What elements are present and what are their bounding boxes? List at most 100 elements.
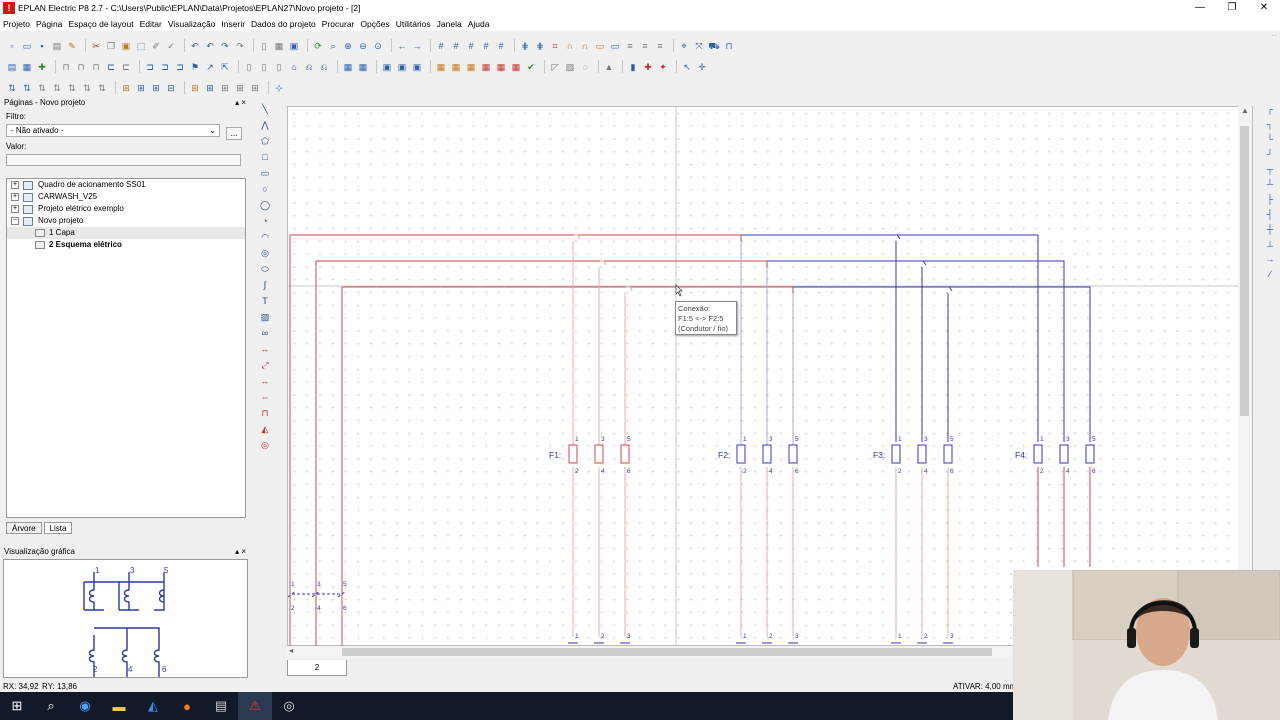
tree-item-novo-projeto[interactable]: − Novo projeto (7, 215, 245, 227)
open-project-icon[interactable]: ▭ (22, 40, 32, 51)
dimension-g-icon[interactable]: ◎ (261, 440, 269, 450)
menu-pagina[interactable]: Página (35, 18, 63, 29)
forward-arrow-icon[interactable]: → (412, 40, 422, 51)
grid-a-icon[interactable]: # (438, 40, 444, 51)
minimize-button[interactable]: — (1195, 2, 1205, 13)
menu-editar[interactable]: Editar (139, 18, 162, 29)
scroll-up-icon[interactable]: ▲ (1241, 106, 1249, 115)
cable-a-icon[interactable]: ▦ (436, 61, 446, 72)
interruption-icon[interactable]: → (1265, 254, 1275, 264)
tree-item-carwash[interactable]: + CARWASH_V25 (7, 191, 245, 203)
snap-point-icon[interactable]: ⌗ (552, 40, 558, 51)
check-icon[interactable]: ✔ (527, 61, 535, 72)
macro-c-icon[interactable]: ▯ (276, 61, 282, 72)
jump-icon[interactable]: ⊥ (1266, 239, 1274, 249)
eplan-icon[interactable]: ⚠ (238, 692, 272, 720)
bus-a-icon[interactable]: ⊐ (146, 61, 154, 72)
menu-inserir[interactable]: Inserir (221, 18, 246, 29)
grid-d-icon[interactable]: # (483, 40, 489, 51)
potential-a-icon[interactable]: ▮ (630, 61, 636, 72)
ellipse-tool-icon[interactable]: ⬭ (261, 264, 269, 274)
rectangle-tool-icon[interactable]: □ (262, 152, 268, 162)
panel-close-icon[interactable]: ▴ × (235, 98, 246, 107)
cable-e-icon[interactable]: ▦ (496, 61, 506, 72)
link-a-icon[interactable]: ⇅ (8, 82, 16, 93)
collapse-icon[interactable]: − (11, 217, 19, 225)
select-icon[interactable]: ⬚ (136, 40, 146, 51)
report-e-icon[interactable]: ⊞ (251, 82, 259, 93)
potential-c-icon[interactable]: ✦ (659, 61, 667, 72)
cross-icon[interactable]: ┼ (1266, 224, 1274, 234)
menu-visualizacao[interactable]: Visualização (167, 18, 216, 29)
undo-icon[interactable]: ↶ (191, 40, 199, 51)
link-d-icon[interactable]: ⇅ (53, 82, 61, 93)
dimension-d-icon[interactable]: ⇔ (260, 392, 270, 402)
macro-b-icon[interactable]: ▯ (261, 61, 267, 72)
close-button[interactable]: ✕ (1259, 2, 1269, 13)
link-e-icon[interactable]: ⇅ (68, 82, 76, 93)
polygon-tool-icon[interactable]: ⬠ (261, 136, 269, 146)
vertical-scroll-thumb[interactable] (1240, 126, 1249, 416)
flag-icon[interactable]: ⚑ (190, 61, 200, 72)
structure-b-icon[interactable]: ⊞ (137, 82, 145, 93)
arrow-tool-icon[interactable]: ↗ (206, 61, 214, 72)
tee-down-icon[interactable]: ┬ (1266, 164, 1274, 174)
report-d-icon[interactable]: ⊞ (236, 82, 244, 93)
window-split-icon[interactable]: ▭ (610, 40, 620, 51)
arc-tool-icon[interactable]: ◠ (261, 232, 269, 242)
scroll-left-icon[interactable]: ◂ (289, 646, 294, 655)
value-input[interactable] (6, 154, 241, 166)
terminal-b-icon[interactable]: ▦ (358, 61, 368, 72)
macro-a-icon[interactable]: ▯ (246, 61, 252, 72)
format-icon[interactable]: ✐ (152, 40, 160, 51)
text-tool-icon[interactable]: T (262, 296, 268, 306)
menu-projeto[interactable]: Projeto (3, 18, 30, 29)
terminal-a-icon[interactable]: ▦ (343, 61, 353, 72)
menu-utilitarios[interactable]: Utilitários (395, 18, 431, 29)
rectangle-2-tool-icon[interactable]: ▭ (260, 168, 270, 178)
tree-item-capa[interactable]: 1 Capa (7, 227, 245, 239)
list-b-icon[interactable]: ≡ (642, 40, 648, 51)
window-icon[interactable]: ▣ (289, 40, 299, 51)
refresh-icon[interactable]: ⟳ (314, 40, 322, 51)
tree-item-projeto-exemplo[interactable]: + Projeto elétrico exemplo (7, 203, 245, 215)
menu-procurar[interactable]: Procurar (321, 18, 355, 29)
fit-icon[interactable]: ⤧ (695, 40, 703, 51)
draw-b-icon[interactable]: ▨ (565, 61, 575, 72)
corner-bottom-right-icon[interactable]: ┘ (1266, 149, 1274, 159)
dimension-c-icon[interactable]: ↔ (260, 376, 270, 386)
panel-close-icon[interactable]: ▴ × (235, 547, 246, 556)
dimension-a-icon[interactable]: ↔ (260, 344, 270, 354)
snap-object-icon[interactable]: ⋕ (536, 40, 544, 51)
symbol-c-icon[interactable]: ⊓ (92, 61, 100, 72)
maximize-button[interactable]: ❐ (1227, 2, 1237, 13)
menu-dados-do-projeto[interactable]: Dados do projeto (251, 18, 316, 29)
snap-grid-icon[interactable]: ⋕ (521, 40, 529, 51)
tree-item-quadro[interactable]: + Quadro de acionamento SS01 (7, 179, 245, 191)
structure-a-icon[interactable]: ⊞ (122, 82, 130, 93)
image-tool-icon[interactable]: ▨ (260, 312, 270, 322)
horizontal-scroll-thumb[interactable] (342, 648, 992, 656)
explorer-icon[interactable]: ▬ (112, 698, 126, 714)
symbol-d-icon[interactable]: ⊏ (107, 61, 115, 72)
symbol-a-icon[interactable]: ⊓ (62, 61, 70, 72)
page-nav-icon[interactable]: ▤ (7, 61, 17, 72)
report-c-icon[interactable]: ⊞ (221, 82, 229, 93)
copy-icon[interactable]: ❐ (106, 40, 116, 51)
target-icon[interactable]: ⌖ (681, 40, 687, 51)
layer-icon[interactable]: ▭ (595, 40, 605, 51)
grid-e-icon[interactable]: # (498, 40, 504, 51)
filter-dropdown[interactable]: - Não ativado - ⌄ (6, 124, 220, 137)
hyperlink-tool-icon[interactable]: ∞ (261, 328, 269, 338)
crosshair-icon[interactable]: ✛ (698, 61, 706, 72)
cable-d-icon[interactable]: ▦ (481, 61, 491, 72)
tab-lista[interactable]: Lista (43, 522, 73, 534)
redo-list-icon[interactable]: ↷ (236, 40, 244, 51)
zoom-all-icon[interactable]: ⊙ (374, 40, 382, 51)
macro-e-icon[interactable]: ⎌ (305, 61, 313, 72)
menu-ajuda[interactable]: Ajuda (467, 18, 490, 29)
vscode-icon[interactable]: ◭ (148, 698, 158, 713)
structure-d-icon[interactable]: ⊟ (167, 82, 175, 93)
link-f-icon[interactable]: ⇅ (83, 82, 91, 93)
expand-icon[interactable]: + (11, 205, 19, 213)
